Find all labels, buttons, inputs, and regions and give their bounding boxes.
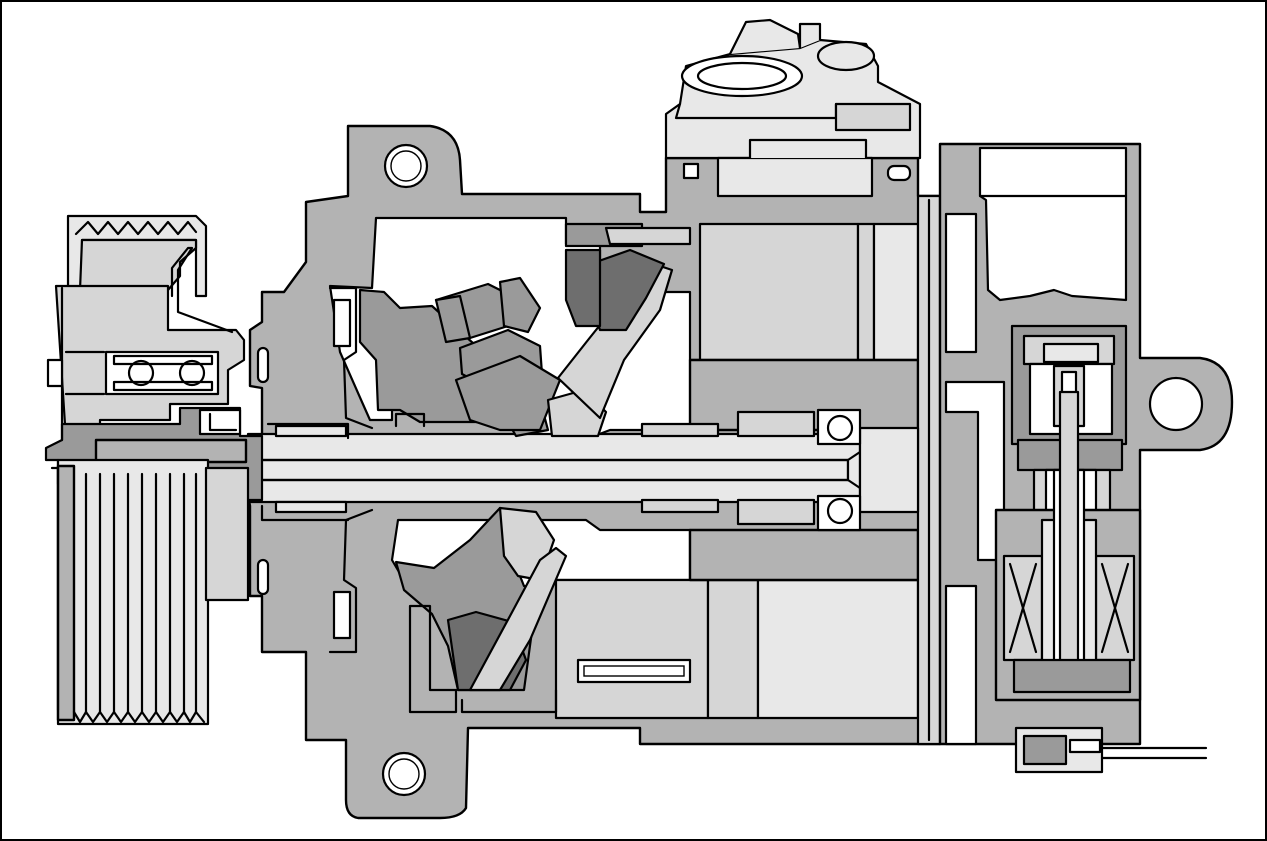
wire-lead (1100, 746, 1208, 760)
bearing-ball (826, 414, 854, 442)
service-port-block (664, 18, 922, 198)
rear-port-lower (944, 584, 978, 746)
port-ring-inner (696, 61, 788, 91)
front-housing-detail (256, 286, 558, 714)
rear-mount-hole (1148, 376, 1204, 432)
valve-plunger (1058, 390, 1080, 670)
bearing-ball (127, 359, 155, 387)
pulley-grooves-top (74, 220, 198, 236)
bearing-ball (826, 497, 854, 525)
cylinder-block (554, 222, 920, 720)
swash-plate-assembly (358, 222, 692, 692)
discharge-chamber (978, 146, 1128, 302)
rear-port-upper (944, 212, 978, 354)
clutch-pulley (44, 214, 264, 726)
drive-shaft (246, 426, 920, 514)
control-valve (994, 324, 1208, 774)
rear-bearing (640, 408, 862, 532)
pulley-body (56, 458, 210, 726)
bearing-ball (178, 359, 206, 387)
pulley-grooves-bottom (72, 472, 206, 724)
